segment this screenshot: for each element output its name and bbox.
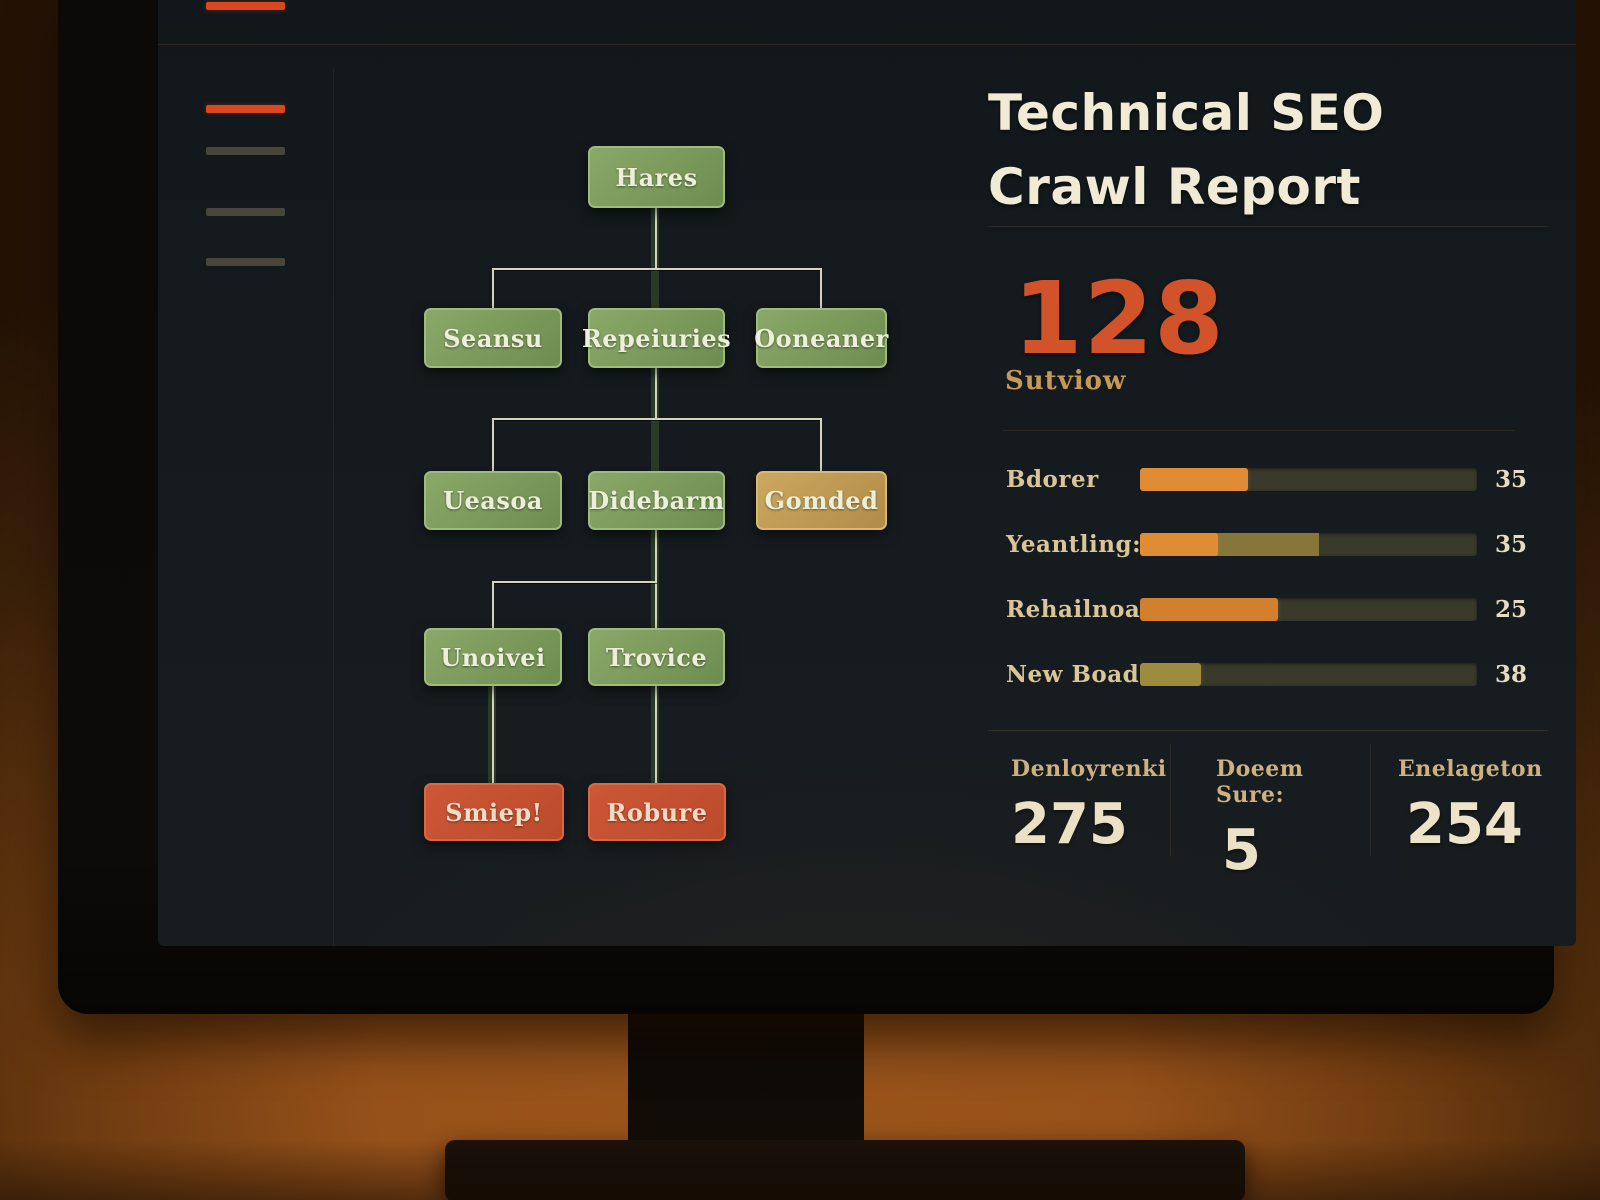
- monitor-stand-column: [628, 995, 864, 1160]
- bar-value: 38: [1495, 660, 1528, 688]
- bar-track: [1140, 662, 1477, 686]
- tree-node[interactable]: Repeiuries: [582, 308, 731, 368]
- monitor-stand-base: [445, 1140, 1245, 1200]
- score-label: Sutviow: [1005, 366, 1127, 396]
- bars-divider: [1003, 430, 1515, 431]
- tree-connector: [655, 530, 657, 628]
- sidebar-item[interactable]: [206, 208, 285, 216]
- sidebar-item-active[interactable]: [206, 105, 285, 113]
- stat-value: 5: [1222, 818, 1261, 883]
- tree-node[interactable]: Didebarm: [588, 471, 725, 530]
- topbar-divider: [158, 44, 1576, 45]
- stats-divider: [988, 730, 1548, 731]
- tree-connector: [820, 268, 822, 308]
- bar-fill: [1140, 597, 1279, 621]
- bar-value: 35: [1495, 530, 1528, 558]
- bar-value: 25: [1495, 595, 1528, 623]
- tree-connector: [820, 418, 822, 471]
- bar-fill: [1140, 532, 1218, 556]
- bar-label: Yeantling:: [1006, 530, 1142, 558]
- bar-fill: [1140, 662, 1201, 686]
- monitor-bezel: Hares Seansu Repeiuries Ooneaner Ueasoa …: [58, 0, 1576, 1014]
- bar-row: Yeantling: 35: [1006, 529, 1551, 559]
- tree-node-error[interactable]: Smiep!: [424, 783, 564, 841]
- bar-label: Rehailnoa: [1006, 595, 1141, 623]
- bar-row: Bdorer 35: [1006, 464, 1551, 494]
- bar-track: [1140, 467, 1477, 491]
- stat-label: Doeem Sure:: [1216, 756, 1304, 808]
- stat-value: 275: [1011, 792, 1128, 857]
- bar-label: New Boad: [1006, 660, 1140, 688]
- tree-connector: [492, 581, 657, 583]
- bar-track: [1140, 532, 1477, 556]
- bar-row: Rehailnoa 25: [1006, 594, 1551, 624]
- tree-connector: [655, 686, 657, 783]
- tree-node[interactable]: Ueasoa: [424, 471, 562, 530]
- title-divider: [988, 226, 1548, 227]
- stat-block: Denloyrenki 275: [1011, 756, 1167, 857]
- tree-node[interactable]: Seansu: [424, 308, 562, 368]
- tree-connector: [492, 418, 494, 471]
- tree-node-root[interactable]: Hares: [588, 146, 725, 208]
- report-title: Technical SEO Crawl Report: [988, 84, 1385, 216]
- tree-connector: [492, 686, 494, 783]
- tree-node[interactable]: Unoivei: [424, 628, 562, 686]
- score-value: 128: [1013, 260, 1225, 377]
- tree-connector: [492, 581, 494, 628]
- tree-connector: [492, 268, 494, 308]
- bar-label: Bdorer: [1006, 465, 1099, 493]
- tree-node[interactable]: Ooneaner: [754, 308, 888, 368]
- bar-row: New Boad 38: [1006, 659, 1551, 689]
- stat-label: Enelageton: [1398, 756, 1543, 782]
- tree-node-error[interactable]: Robure: [588, 783, 726, 841]
- tree-connector: [655, 368, 657, 419]
- stats-column-divider: [1370, 744, 1371, 856]
- stat-value: 254: [1406, 792, 1523, 857]
- stat-block: Doeem Sure: 5: [1216, 756, 1366, 883]
- sidebar-divider: [333, 68, 334, 946]
- bar-value: 35: [1495, 465, 1528, 493]
- dashboard-screen: Hares Seansu Repeiuries Ooneaner Ueasoa …: [158, 0, 1576, 946]
- sidebar-item[interactable]: [206, 147, 285, 155]
- sidebar-item[interactable]: [206, 258, 285, 266]
- stats-column-divider: [1170, 744, 1171, 856]
- tree-connector: [492, 268, 822, 270]
- tree-node[interactable]: Trovice: [588, 628, 725, 686]
- topbar-logo-bar: [206, 2, 285, 10]
- stat-label: Denloyrenki: [1011, 756, 1167, 782]
- tree-node-warning[interactable]: Gomded: [756, 471, 887, 530]
- stat-block: Enelageton 254: [1398, 756, 1568, 857]
- tree-connector: [492, 418, 822, 420]
- bar-fill: [1140, 467, 1248, 491]
- tree-connector: [655, 208, 657, 269]
- bar-track: [1140, 597, 1477, 621]
